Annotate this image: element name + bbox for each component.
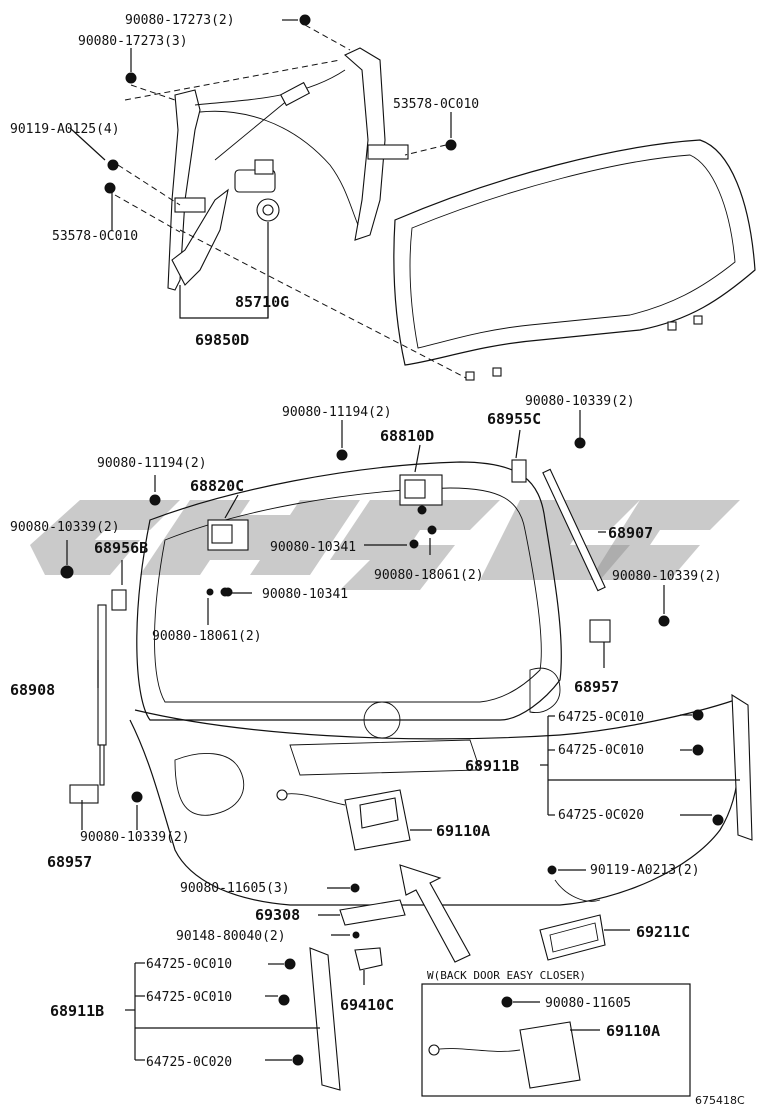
hinge-68810D [399,474,443,535]
label-90080-11605-inset: 90080-11605 [545,996,631,1011]
label-53578-0C010-top: 53578-0C010 [393,97,479,112]
label-68820C: 68820C [190,477,244,495]
inset-pointer-arrow [399,864,471,963]
label-64725-0C010-r1: 64725-0C010 [558,710,644,725]
label-68911B-right: 68911B [465,757,519,775]
back-door-handle [539,879,606,961]
label-90148-80040: 90148-80040(2) [176,929,286,944]
label-64725-0C020-bottom: 64725-0C020 [146,1055,232,1070]
striker-69410C [354,947,383,971]
label-back-door-easy-closer: W(BACK DOOR EASY CLOSER) [427,969,586,982]
label-85710G: 85710G [235,293,289,311]
back-door-stay-right [511,459,611,643]
back-window-glass [393,139,756,381]
easy-closer-inset [421,983,691,1097]
label-90119-A0213: 90119-A0213(2) [590,863,700,878]
label-90080-10339-right: 90080-10339(2) [612,569,722,584]
label-64725-0C010-b1: 64725-0C010 [146,957,232,972]
label-68908: 68908 [10,681,55,699]
weatherstrip-right [731,693,753,841]
label-69110A-main: 69110A [436,822,490,840]
label-68911B-left: 68911B [50,1002,104,1020]
diagram-reference-number: 675418C [695,1094,745,1107]
label-90080-17273-3: 90080-17273(3) [78,34,188,49]
label-68810D: 68810D [380,427,434,445]
label-90080-10341-mid: 90080-10341 [270,540,356,555]
label-69410C: 69410C [340,996,394,1014]
label-68955C: 68955C [487,410,541,428]
label-69110A-inset: 69110A [606,1022,660,1040]
watermark-logo [30,500,740,590]
label-90080-10339-tr: 90080-10339(2) [525,394,635,409]
window-regulator-assembly [104,14,471,381]
label-68957-left: 68957 [47,853,92,871]
label-68956B: 68956B [94,539,148,557]
label-64725-0C020-right: 64725-0C020 [558,808,644,823]
label-69308: 69308 [255,906,300,924]
label-90080-10339-bottom: 90080-10339(2) [80,830,190,845]
weatherstrip-lower [309,947,341,1091]
label-90080-18061-right: 90080-18061(2) [374,568,484,583]
label-69211C: 69211C [636,923,690,941]
label-90080-17273-2: 90080-17273(2) [125,13,235,28]
back-door-panel [129,461,740,906]
lock-bracket-69308 [339,899,406,939]
label-90119-A0125: 90119-A0125(4) [10,122,120,137]
regulator-motor [234,159,280,222]
label-90080-11194-left: 90080-11194(2) [97,456,207,471]
label-64725-0C010-r2: 64725-0C010 [558,743,644,758]
label-90080-10341-left: 90080-10341 [262,587,348,602]
label-90080-11605-3: 90080-11605(3) [180,881,290,896]
label-64725-0C010-b2: 64725-0C010 [146,990,232,1005]
label-53578-0C010-left: 53578-0C010 [52,229,138,244]
label-69850D: 69850D [195,331,249,349]
label-90080-18061-left: 90080-18061(2) [152,629,262,644]
label-68957-right: 68957 [574,678,619,696]
label-90080-10339-left: 90080-10339(2) [10,520,120,535]
back-door-stay-left [69,589,127,804]
back-door-lock [276,789,411,893]
label-90080-11194-top: 90080-11194(2) [282,405,392,420]
label-68907: 68907 [608,524,653,542]
